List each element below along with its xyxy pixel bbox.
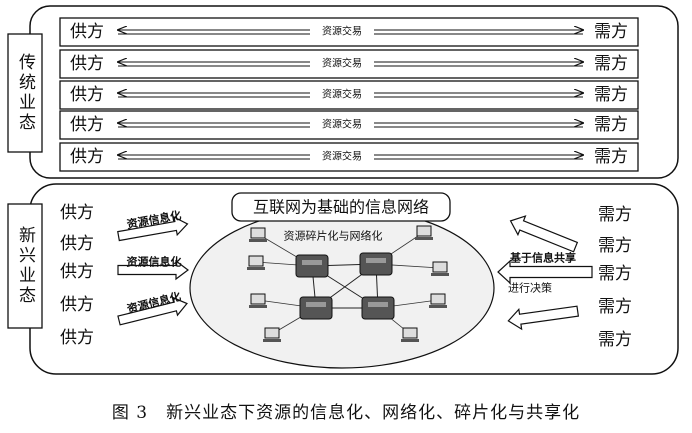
transaction-label: 资源交易 (322, 150, 362, 163)
label-backdrop (310, 56, 374, 71)
traditional-label-box (7, 33, 43, 153)
router-panel (306, 302, 326, 307)
router-panel (368, 302, 388, 307)
label-backdrop (310, 87, 374, 102)
demand-label: 需方 (594, 54, 628, 74)
computer-base (401, 339, 419, 342)
computer-icon (248, 255, 264, 267)
computer-icon (402, 327, 418, 339)
block-arrow (117, 216, 189, 242)
router-icon (359, 252, 393, 276)
demand-label: 需方 (598, 264, 632, 284)
demand-label: 需方 (594, 22, 628, 42)
demand-label: 需方 (598, 236, 632, 256)
traditional-label: 传统业态 (15, 53, 36, 133)
computer-base (429, 305, 447, 308)
computer-base (249, 305, 267, 308)
supply-label: 供方 (60, 262, 94, 282)
info-arrow-label: 资源信息化 (127, 255, 182, 269)
computer-base (415, 237, 433, 240)
network-graph (247, 225, 449, 342)
demand-label: 需方 (594, 85, 628, 105)
supply-label: 供方 (70, 115, 104, 135)
supply-label: 供方 (70, 22, 104, 42)
computer-icon (416, 225, 432, 237)
figure-caption: 图 3 新兴业态下资源的信息化、网络化、碎片化与共享化 (111, 403, 581, 423)
router-icon (361, 296, 395, 320)
label-backdrop (310, 117, 374, 132)
router-panel (366, 258, 386, 263)
computer-icon (250, 227, 266, 239)
supply-label: 供方 (70, 147, 104, 167)
demand-label: 需方 (598, 205, 632, 225)
emerging-label-box (7, 203, 43, 329)
transaction-label: 资源交易 (322, 88, 362, 101)
computer-base (247, 267, 265, 270)
block-arrow (117, 259, 189, 281)
router-icon (295, 254, 329, 278)
demand-label: 需方 (594, 115, 628, 135)
computer-base (249, 239, 267, 242)
router-icon (299, 296, 333, 320)
block-arrow (507, 305, 580, 331)
computer-base (263, 339, 281, 342)
demand-label: 需方 (598, 330, 632, 350)
router-panel (302, 260, 322, 265)
demand-label: 需方 (598, 297, 632, 317)
computer-icon (264, 327, 280, 339)
block-arrow (497, 259, 593, 285)
network-label: 资源碎片化与网络化 (284, 229, 383, 243)
block-arrow (509, 215, 579, 253)
transaction-label: 资源交易 (322, 57, 362, 70)
block-arrow (117, 296, 188, 326)
decision-label: 进行决策 (508, 281, 552, 295)
decision-label: 基于信息共享 (509, 251, 576, 265)
supply-label: 供方 (70, 85, 104, 105)
supply-label: 供方 (60, 328, 94, 348)
supply-label: 供方 (70, 54, 104, 74)
computer-icon (250, 293, 266, 305)
supply-label: 供方 (60, 295, 94, 315)
network-title: 互联网为基础的信息网络 (253, 198, 429, 217)
label-backdrop (310, 149, 374, 164)
network-title-box (231, 192, 451, 222)
transaction-label: 资源交易 (322, 118, 362, 131)
traditional-rows: 供方需方资源交易供方需方资源交易供方需方资源交易供方需方资源交易供方需方资源交易 (59, 17, 639, 172)
emerging-label: 新兴业态 (15, 226, 36, 306)
computer-base (431, 273, 449, 276)
computer-icon (432, 261, 448, 273)
demand-label: 需方 (594, 147, 628, 167)
label-backdrop (310, 24, 374, 39)
supply-label: 供方 (60, 234, 94, 254)
computer-icon (430, 293, 446, 305)
transaction-label: 资源交易 (322, 25, 362, 38)
supply-label: 供方 (60, 203, 94, 223)
